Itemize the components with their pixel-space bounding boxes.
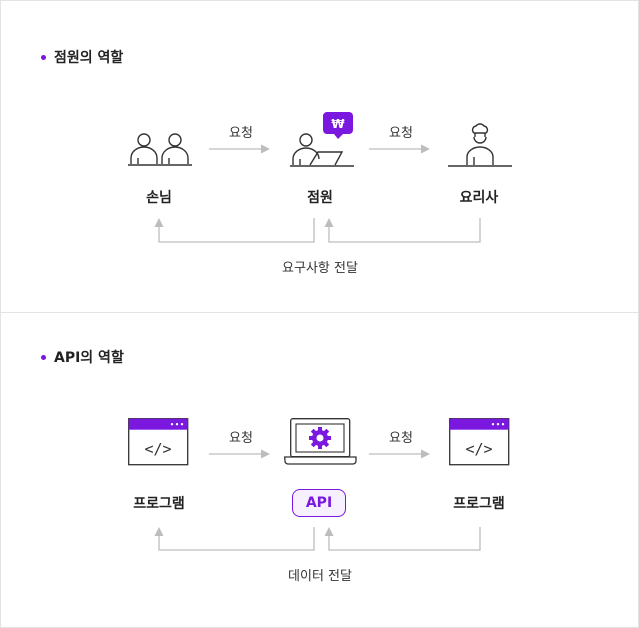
flow-arrows: [154, 449, 481, 551]
program-left-label: 프로그램: [133, 496, 185, 512]
section1-heading: 점원의 역할: [41, 47, 123, 67]
bullet-dot: [41, 354, 46, 360]
arrowhead: [421, 449, 430, 459]
arrowhead: [261, 144, 270, 154]
return-arrow-left-line: [158, 527, 315, 551]
clerk-role-panel: 점원의 역할 ₩: [0, 0, 639, 313]
customer-label: 손님: [146, 190, 172, 206]
arrowhead: [324, 527, 334, 536]
arrowhead: [261, 449, 270, 459]
program-right-label: 프로그램: [453, 496, 505, 512]
clerk-label: 점원: [307, 190, 333, 206]
arrowhead: [421, 144, 430, 154]
request-label-right: 요청: [389, 431, 413, 446]
arrowhead: [324, 218, 334, 227]
request-label-left: 요청: [229, 431, 253, 446]
api-laptop-icon: [283, 418, 357, 465]
section2-title: API의 역할: [54, 350, 124, 366]
svg-text:</>: </>: [465, 440, 492, 458]
bottom-caption: 데이터 전달: [288, 569, 352, 584]
clerk-with-laptop-icon: [290, 133, 354, 167]
return-arrow-left-line: [158, 218, 315, 243]
svg-text:</>: </>: [144, 440, 171, 458]
program-window-icon: </>: [449, 418, 510, 466]
bottom-caption: 요구사항 전달: [282, 261, 358, 276]
arrowhead: [154, 527, 164, 536]
customers-icon: [128, 133, 192, 166]
section1-title: 점원의 역할: [54, 50, 124, 66]
payment-bubble-icon: ₩: [323, 112, 353, 139]
request-label-left: 요청: [229, 126, 253, 141]
bullet-dot: [41, 54, 46, 60]
return-arrow-right-line: [328, 218, 481, 243]
api-role-panel: API의 역할 </> </> 요청 요청 프로그램 API 프로그램: [0, 312, 639, 628]
section2-heading: API의 역할: [41, 347, 124, 367]
api-badge: API: [292, 489, 346, 517]
arrowhead: [154, 218, 164, 227]
flow-arrows: [154, 144, 481, 243]
cook-label: 요리사: [459, 190, 499, 206]
program-window-icon: </>: [128, 418, 189, 466]
request-label-right: 요청: [389, 126, 413, 141]
won-symbol: ₩: [331, 117, 345, 131]
return-arrow-right-line: [328, 527, 481, 551]
cook-icon: [448, 123, 512, 167]
